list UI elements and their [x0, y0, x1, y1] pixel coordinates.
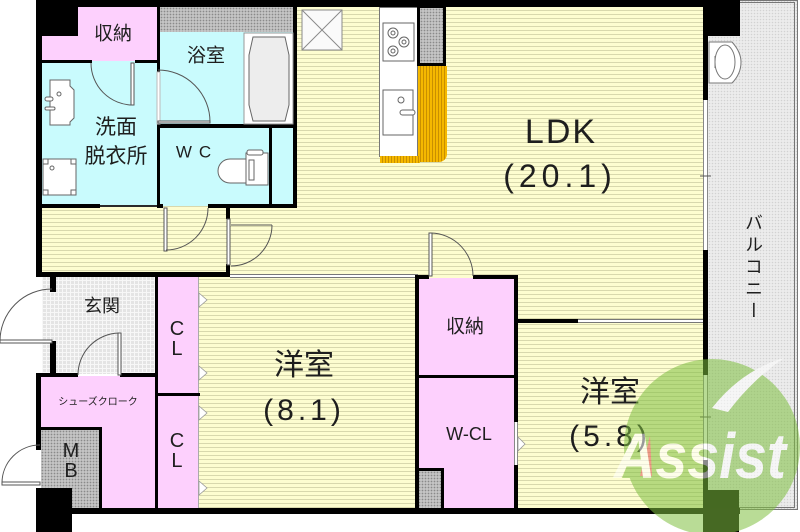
wall-bottom: [36, 508, 740, 514]
wall-bath-wc: [157, 124, 297, 128]
wall-left-lower: [36, 373, 41, 450]
bathroom-label: 浴室: [186, 44, 226, 67]
western-room-large-size: (8.1): [263, 394, 345, 427]
storage-top-label: 収納: [93, 22, 133, 45]
washroom-label-line2: 脱衣所: [84, 144, 148, 168]
wall-ldk-room-small: [515, 319, 578, 323]
kitchen-bar-counter: [418, 66, 447, 162]
washroom-label-line1: 洗面: [95, 115, 137, 139]
wcl-sliding-door: [514, 422, 518, 465]
wall-washroom-bottom: [36, 204, 100, 208]
wall-storage-washroom-left: [42, 60, 92, 63]
bathroom-duct-strip: [160, 7, 294, 32]
shoe-closet-label: シューズクローク: [58, 397, 138, 408]
partition-washroom-bottom: [100, 205, 158, 207]
closet-upper-floor: [158, 277, 199, 394]
wall-storage-washroom-right: [135, 60, 158, 63]
kitchen-duct: [417, 5, 446, 66]
wall-storage-wcl-divider: [415, 375, 516, 378]
wall-ldk-door-stub-bottom: [226, 264, 230, 277]
toilet-icon: [217, 149, 269, 186]
toilet-label: WC: [175, 142, 219, 162]
wall-left-upper: [36, 0, 42, 277]
walk-in-closet-label: W-CL: [446, 424, 492, 444]
wall-wc-right: [269, 126, 272, 207]
meter-box-label-line1: M: [62, 440, 80, 462]
closet-upper-label-line1: C: [169, 318, 185, 340]
pipe-space: [418, 468, 444, 508]
wall-storage-middle-right-upper: [514, 275, 518, 422]
closet-lower-label: C L: [170, 431, 184, 471]
closet-upper-label-line2: L: [171, 338, 183, 360]
closet-lower-floor: [158, 396, 199, 508]
sliding-door-marker-icon: [198, 292, 526, 496]
balcony-label: バルコニー: [742, 213, 763, 323]
closet-lower-label-line2: L: [171, 450, 183, 472]
western-room-large-label: 洋室: [274, 348, 334, 383]
wall-storage-middle-right-lower: [514, 465, 518, 508]
storage-middle-floor: [418, 278, 515, 376]
wall-corridor-bottom: [36, 272, 230, 277]
wall-storage-middle-top-right: [473, 275, 518, 279]
bathtub-icon: [243, 32, 294, 125]
wall-wc-bottom-right: [208, 204, 297, 208]
western-room-large-floor: [158, 276, 417, 508]
wall-storage-middle-top-left: [415, 275, 429, 279]
meter-box-label: M B: [63, 441, 80, 481]
wall-closet-divider: [155, 393, 200, 396]
wall-entrance-upper: [50, 272, 56, 292]
assist-logo-text: Assist: [612, 420, 788, 492]
washing-machine-pan-icon: [42, 158, 77, 196]
column-top-left: [36, 0, 78, 36]
washbasin-icon: [44, 79, 75, 126]
wall-wc-bottom-left: [157, 204, 163, 208]
wall-washroom-bath-upper: [157, 7, 160, 72]
wall-top: [36, 0, 708, 7]
wall-wet-area-right: [293, 0, 297, 208]
meter-box-label-line2: B: [64, 460, 78, 482]
storage-middle-label: 収納: [445, 315, 485, 338]
wall-closet-left: [155, 276, 158, 508]
wall-entrance-lower: [50, 341, 56, 376]
ldk-window: [703, 100, 708, 250]
door-swing-icon: [0, 62, 474, 486]
wall-entrance-shoe-right: [120, 373, 158, 377]
wall-entrance-shoe-left: [36, 373, 78, 377]
ldk-size: (20.1): [503, 158, 617, 194]
wall-ldk-door-stub-top: [226, 207, 230, 219]
ldk-label: LDK: [524, 113, 598, 151]
stove-icon: [382, 22, 415, 62]
column-top-right: [703, 0, 740, 36]
refrigerator-space-icon: [301, 9, 343, 51]
kitchen-sink-icon: [382, 89, 416, 136]
entrance-label: 玄関: [84, 296, 120, 317]
closet-lower-label-line1: C: [169, 430, 185, 452]
wall-storage-middle-left: [415, 275, 419, 508]
kitchen-counter-edge: [380, 156, 420, 163]
partition-corridor-room: [230, 274, 418, 278]
balcony-sink-icon: [708, 41, 742, 84]
assist-logo-icon: Assist: [612, 358, 800, 532]
partition-ldk-room-small: [578, 319, 703, 323]
wall-right-middle: [703, 250, 708, 375]
closet-upper-label: C L: [170, 319, 184, 359]
wall-washroom-wc: [157, 124, 160, 208]
wall-right-upper: [703, 0, 708, 100]
entrance-floor: [42, 276, 156, 374]
washroom-label: 洗面 脱衣所: [85, 117, 148, 167]
western-room-small-label: 洋室: [580, 375, 640, 410]
